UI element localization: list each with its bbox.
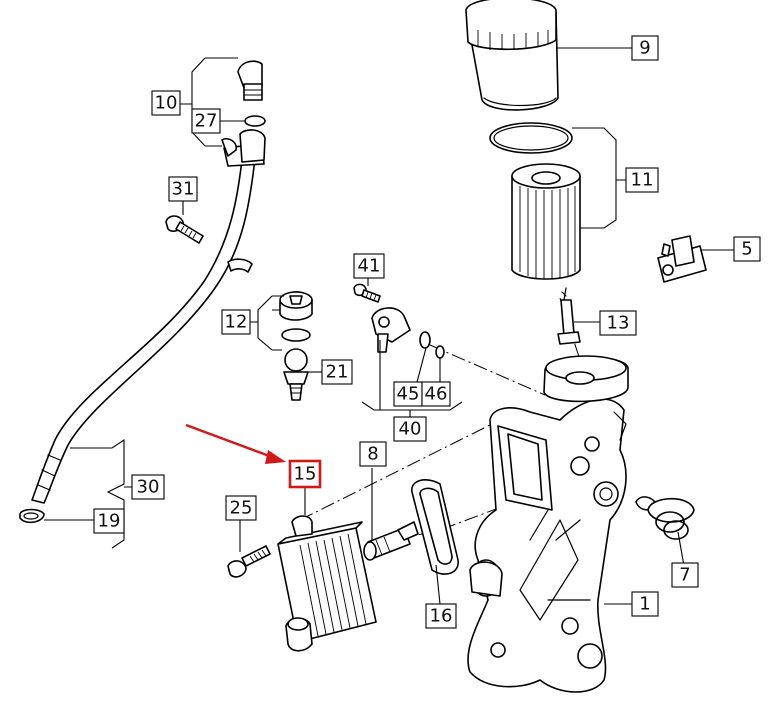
bolt-31[interactable] bbox=[165, 215, 204, 244]
label-40: 40 bbox=[393, 416, 427, 442]
label-30: 30 bbox=[131, 474, 165, 500]
label-19: 19 bbox=[93, 508, 125, 534]
oil-filter-bracket[interactable] bbox=[467, 355, 629, 693]
svg-text:30: 30 bbox=[137, 477, 160, 498]
label-5: 5 bbox=[733, 236, 761, 262]
svg-text:16: 16 bbox=[430, 606, 453, 627]
oil-pressure-switch[interactable] bbox=[557, 287, 581, 345]
label-8: 8 bbox=[359, 441, 387, 467]
breather-cap[interactable] bbox=[279, 291, 313, 342]
svg-text:19: 19 bbox=[98, 511, 121, 532]
label-31: 31 bbox=[168, 176, 198, 202]
label-45: 45 bbox=[393, 381, 423, 407]
label-1: 1 bbox=[631, 591, 659, 617]
oil-filter-housing-cap[interactable] bbox=[465, 0, 559, 111]
svg-text:11: 11 bbox=[631, 170, 654, 191]
svg-text:15: 15 bbox=[294, 464, 317, 485]
o-ring-45[interactable] bbox=[419, 331, 431, 349]
o-ring-46[interactable] bbox=[435, 345, 445, 359]
valve-fitting[interactable] bbox=[371, 307, 411, 353]
dipstick-guide-tube[interactable] bbox=[31, 149, 257, 504]
gasket-set-7[interactable] bbox=[635, 496, 695, 540]
label-46: 46 bbox=[421, 381, 451, 407]
svg-text:7: 7 bbox=[679, 565, 690, 586]
label-16: 16 bbox=[425, 603, 457, 629]
label-41: 41 bbox=[353, 253, 385, 279]
label-7: 7 bbox=[671, 562, 699, 588]
label-10: 10 bbox=[151, 90, 181, 116]
gasket-16[interactable] bbox=[411, 479, 459, 575]
svg-text:27: 27 bbox=[195, 111, 218, 132]
label-15[interactable]: 15 bbox=[288, 459, 322, 489]
svg-text:41: 41 bbox=[358, 256, 381, 277]
svg-text:10: 10 bbox=[155, 93, 178, 114]
label-25: 25 bbox=[225, 495, 257, 521]
svg-text:25: 25 bbox=[230, 498, 253, 519]
label-12: 12 bbox=[221, 309, 251, 335]
svg-text:13: 13 bbox=[607, 313, 630, 334]
svg-text:46: 46 bbox=[425, 384, 448, 405]
sealing-ring-11[interactable] bbox=[489, 122, 573, 154]
oil-filter-element[interactable] bbox=[511, 163, 581, 280]
svg-text:21: 21 bbox=[326, 362, 349, 383]
label-13: 13 bbox=[599, 310, 637, 336]
svg-text:5: 5 bbox=[741, 239, 752, 260]
svg-text:12: 12 bbox=[225, 312, 248, 333]
o-ring-19 bbox=[19, 508, 45, 524]
part-labels: 9 10 27 11 31 5 41 12 13 21 45 46 40 15 … bbox=[93, 35, 761, 629]
svg-text:40: 40 bbox=[399, 419, 422, 440]
svg-text:8: 8 bbox=[367, 444, 378, 465]
label-9: 9 bbox=[631, 35, 659, 61]
svg-text:45: 45 bbox=[397, 384, 420, 405]
o-ring-27[interactable] bbox=[244, 115, 266, 127]
svg-text:31: 31 bbox=[172, 179, 195, 200]
ball-stud-21[interactable] bbox=[283, 348, 309, 401]
leader-lines bbox=[19, 47, 734, 605]
label-11: 11 bbox=[625, 167, 659, 193]
svg-text:9: 9 bbox=[639, 38, 650, 59]
bolt-41[interactable] bbox=[353, 283, 381, 303]
pointer-arrow bbox=[185, 423, 286, 464]
label-27: 27 bbox=[191, 108, 221, 134]
dipstick-handle[interactable] bbox=[237, 60, 263, 101]
bolt-25[interactable] bbox=[227, 545, 271, 578]
svg-text:1: 1 bbox=[639, 594, 650, 615]
label-21: 21 bbox=[321, 359, 353, 385]
oil-cooler[interactable] bbox=[277, 515, 377, 652]
guide-tube-top-fitting[interactable] bbox=[221, 129, 266, 167]
adapter-pipe-8[interactable] bbox=[363, 521, 419, 561]
clip-5[interactable] bbox=[657, 235, 707, 283]
